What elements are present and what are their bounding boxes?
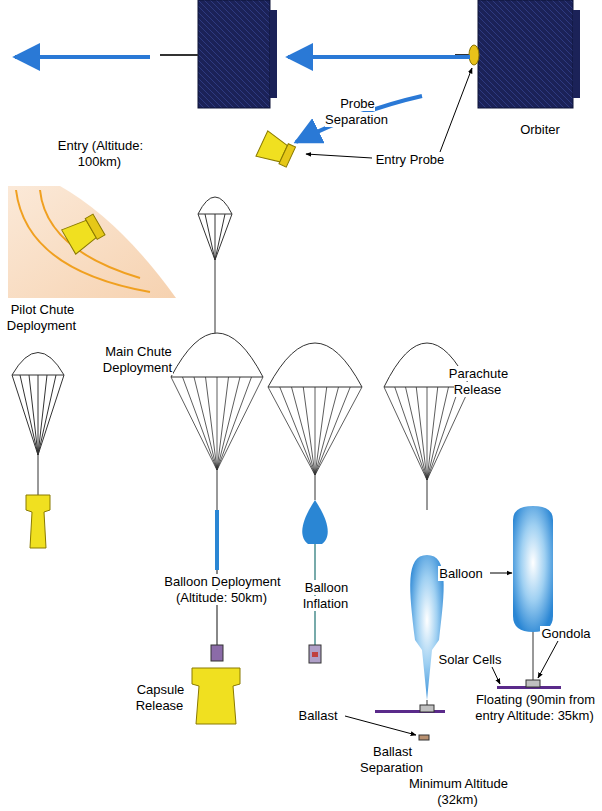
label: Entry Probe: [365, 152, 455, 168]
label-text: Entry (Altitude: 100km): [57, 138, 143, 169]
label-text: Capsule Release: [136, 682, 185, 713]
label: Gondola: [535, 626, 597, 642]
label-text: Floating (90min from entry Altitude: 35k…: [475, 692, 595, 723]
label: Balloon Deployment (Altitude: 50km): [163, 574, 281, 606]
leader-line: [306, 68, 472, 158]
parachute-release: [375, 480, 445, 740]
label: Pilot Chute Deployment: [3, 302, 81, 334]
label: Entry (Altitude: 100km): [41, 138, 159, 170]
label: Parachute Release: [438, 366, 518, 398]
label: Balloon Inflation: [291, 580, 361, 612]
label-text: Ballast Separation: [360, 744, 424, 775]
label-text: Minimum Altitude (32km): [408, 776, 508, 807]
floating-balloon: [497, 506, 561, 689]
label: Ballast: [290, 708, 346, 724]
label-text: Main Chute Deployment: [103, 344, 173, 375]
label-text: Balloon Inflation: [303, 580, 350, 611]
orbiter: [160, 0, 580, 108]
balloon-inflation: [302, 475, 327, 663]
motion-arrow: [15, 57, 470, 142]
pilot-chute-deployment: [12, 325, 64, 548]
entry-heat-shield: [8, 186, 176, 298]
label-text: Balloon Deployment (Altitude: 50km): [163, 574, 280, 605]
label: Capsule Release: [125, 682, 195, 714]
label: Probe Separation: [318, 96, 396, 128]
label: Main Chute Deployment: [90, 344, 186, 376]
label: Minimum Altitude (32km): [393, 776, 523, 808]
label-text: Entry Probe: [375, 152, 446, 167]
label-text: Solar Cells: [438, 652, 503, 667]
pilot-chute: [198, 197, 232, 335]
label-text: Parachute Release: [448, 366, 508, 397]
label: Orbiter: [505, 122, 575, 138]
label-text: Ballast: [297, 708, 338, 723]
label-text: Balloon: [438, 566, 483, 581]
main-parachute: [171, 333, 470, 480]
label-text: Probe Separation: [325, 96, 389, 127]
label-text: Orbiter: [519, 122, 561, 137]
label-text: Pilot Chute Deployment: [7, 302, 77, 333]
label: Balloon: [431, 566, 491, 582]
entry-probe: [256, 131, 297, 170]
label: Solar Cells: [431, 652, 509, 668]
label: Floating (90min from entry Altitude: 35k…: [473, 692, 597, 724]
label-text: Gondola: [540, 626, 591, 641]
label: Ballast Separation: [352, 744, 432, 776]
